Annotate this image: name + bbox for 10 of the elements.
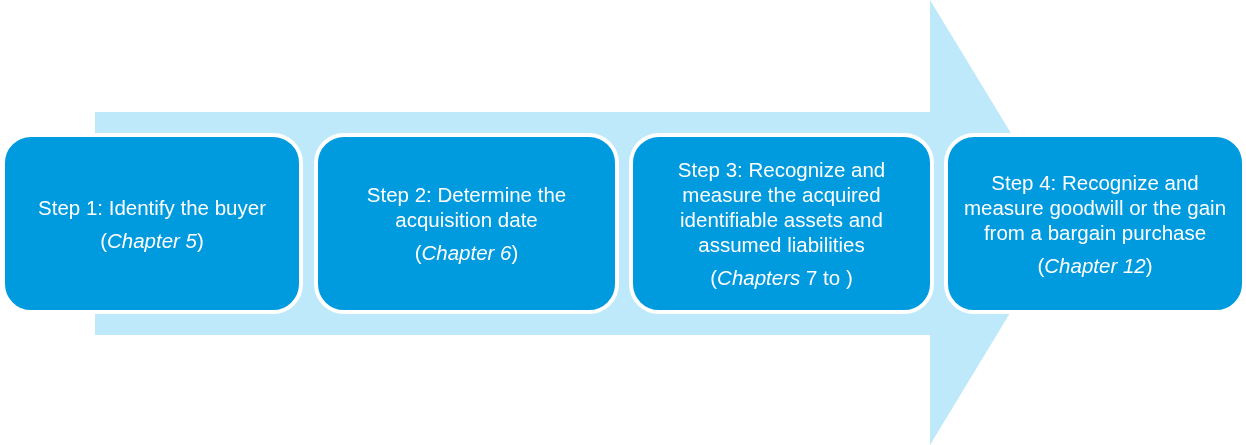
chapter-reference: (Chapter 6) — [414, 240, 519, 265]
chapter-reference: (Chapter 5) — [100, 227, 204, 253]
step-box — [314, 133, 619, 314]
step-box — [629, 133, 934, 314]
step-title: Step 2: Determine the acquisition date — [365, 182, 568, 232]
step-title: Step 3: Recognize and measure the acquired identifiable assets and assumed liabilities — [676, 157, 887, 257]
chapter-reference: (Chapter 12) — [1037, 252, 1153, 278]
step-title: Step 1: Identify the buyer — [38, 194, 266, 220]
chapter-reference: (Chapters 7 to ) — [710, 265, 853, 290]
step-title: Step 4: Recognize and measure goodwill or the gain from a bargain purchase — [962, 169, 1228, 245]
